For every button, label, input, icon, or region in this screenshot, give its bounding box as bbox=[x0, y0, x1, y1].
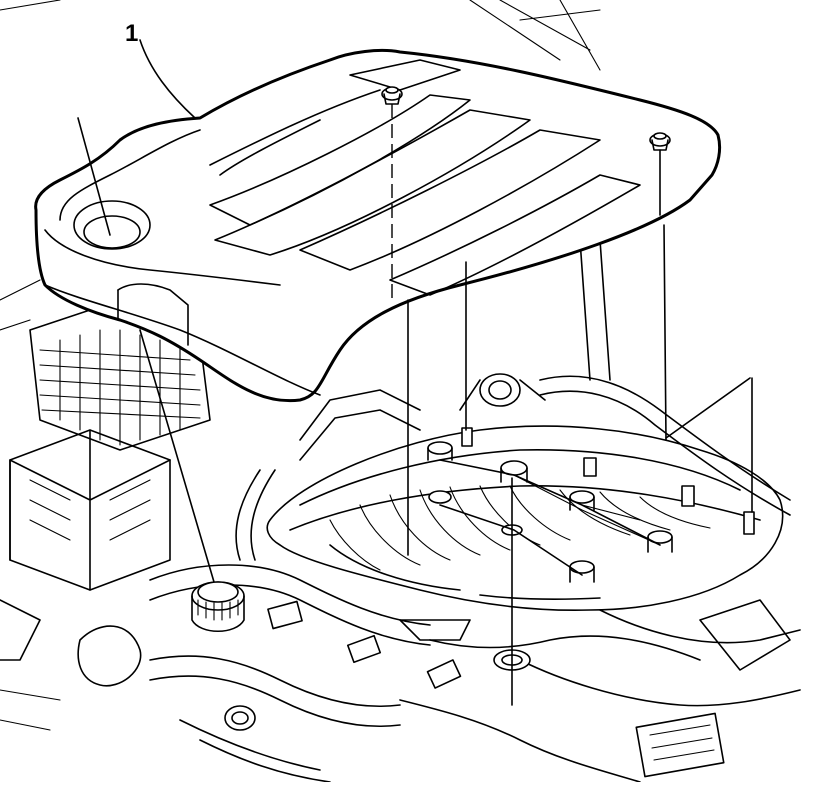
left-radiator-block bbox=[0, 299, 211, 731]
alignment-lines bbox=[139, 104, 667, 706]
callout-leaders bbox=[77, 39, 753, 513]
throttle-body bbox=[459, 373, 546, 411]
lower-connectors bbox=[224, 599, 791, 778]
oil-filler-neck bbox=[191, 581, 245, 632]
engine-cover bbox=[34, 48, 722, 403]
wiring-harness bbox=[149, 375, 801, 783]
intake-manifold bbox=[266, 425, 784, 612]
engine-bay-background bbox=[0, 0, 611, 381]
callout-label-1: 1 bbox=[125, 20, 139, 47]
